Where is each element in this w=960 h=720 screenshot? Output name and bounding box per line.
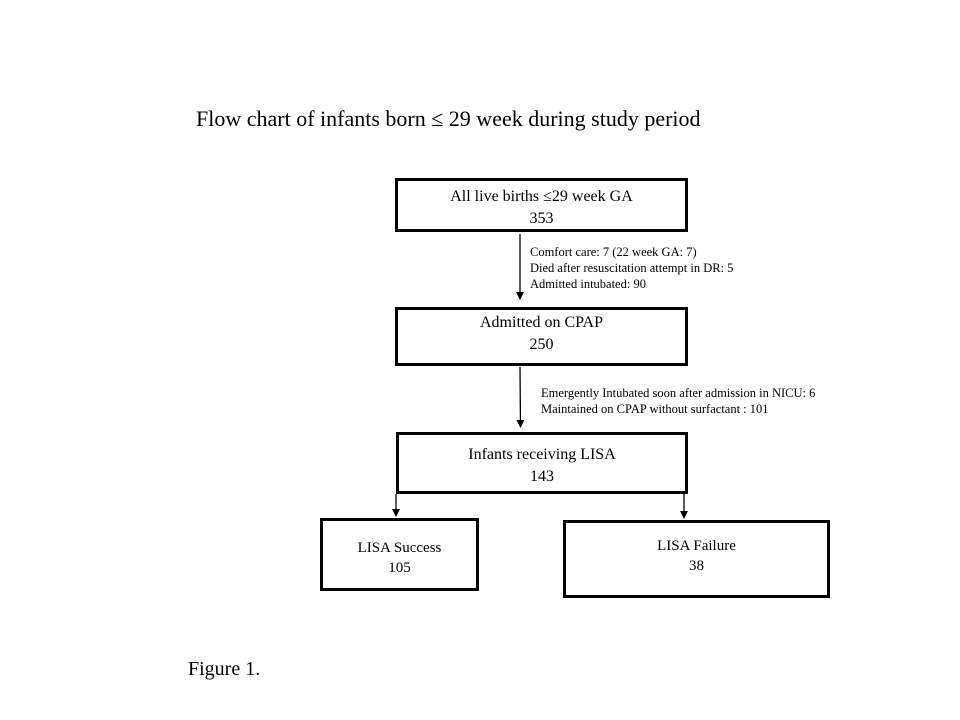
exclusion-maintained-on-cpap: Maintained on CPAP without surfactant : … — [541, 402, 769, 416]
box-all-live-births: All live births ≤29 week GA 353 — [395, 178, 688, 232]
box-infants-receiving-lisa-count: 143 — [530, 467, 554, 485]
box-lisa-success: LISA Success 105 — [320, 518, 479, 591]
exclusion-comfort-care: Comfort care: 7 (22 week GA: 7) — [530, 245, 697, 259]
exclusion-admitted-intubated: Admitted intubated: 90 — [530, 277, 646, 291]
figure-caption: Figure 1. — [188, 658, 261, 680]
box-admitted-on-cpap: Admitted on CPAP 250 — [395, 307, 688, 366]
exclusion-emergently-intubated: Emergently Intubated soon after admissio… — [541, 386, 816, 400]
box-lisa-success-label: LISA Success — [357, 540, 442, 556]
arrow-cpap-to-lisa — [516, 366, 525, 428]
figure-title: Flow chart of infants born ≤ 29 week dur… — [196, 106, 701, 131]
box-all-live-births-count: 353 — [529, 209, 554, 227]
exclusion-died-in-dr: Died after resuscitation attempt in DR: … — [530, 261, 734, 275]
box-lisa-failure-label: LISA Failure — [657, 538, 736, 554]
exclusion-note-births-to-cpap: Comfort care: 7 (22 week GA: 7) Died aft… — [530, 244, 733, 292]
box-lisa-failure: LISA Failure 38 — [563, 520, 830, 598]
box-all-live-births-label: All live births ≤29 week GA — [450, 188, 633, 205]
box-admitted-on-cpap-count: 250 — [529, 335, 554, 353]
box-infants-receiving-lisa-label: Infants receiving LISA — [468, 446, 616, 463]
box-lisa-success-count: 105 — [388, 560, 411, 577]
box-lisa-failure-count: 38 — [689, 558, 704, 575]
exclusion-note-cpap-to-lisa: Emergently Intubated soon after admissio… — [541, 385, 815, 417]
box-admitted-on-cpap-label: Admitted on CPAP — [480, 314, 603, 331]
box-infants-receiving-lisa: Infants receiving LISA 143 — [396, 432, 688, 494]
